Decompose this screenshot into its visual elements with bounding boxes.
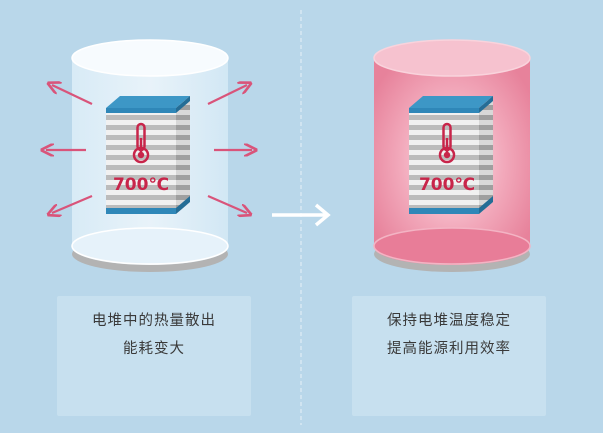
right-caption-line2: 提高能源利用效率 xyxy=(387,341,511,357)
right-caption-line1: 保持电堆温度稳定 xyxy=(387,313,511,329)
heat-arrows xyxy=(46,85,252,213)
left-caption-line2: 能耗变大 xyxy=(123,341,185,357)
heat-arrow-icon xyxy=(207,85,247,105)
left-caption-box: 电堆中的热量散出 能耗变大 xyxy=(57,296,251,416)
heat-arrow-icon xyxy=(52,194,93,213)
right-caption-box: 保持电堆温度稳定 提高能源利用效率 xyxy=(352,296,546,416)
heat-arrow-icon xyxy=(52,85,93,105)
right-fuel-cell-stack: 700℃ xyxy=(409,96,493,214)
left-fuel-cell-stack: 700℃ xyxy=(106,96,190,214)
right-temperature-label: 700℃ xyxy=(419,175,475,195)
thermometer-icon xyxy=(438,122,456,164)
left-temperature-label: 700℃ xyxy=(113,175,169,195)
heat-arrow-icon xyxy=(207,194,247,213)
right-arrow-icon xyxy=(272,203,331,227)
thermometer-icon xyxy=(132,122,150,164)
left-caption-line1: 电堆中的热量散出 xyxy=(92,313,216,329)
